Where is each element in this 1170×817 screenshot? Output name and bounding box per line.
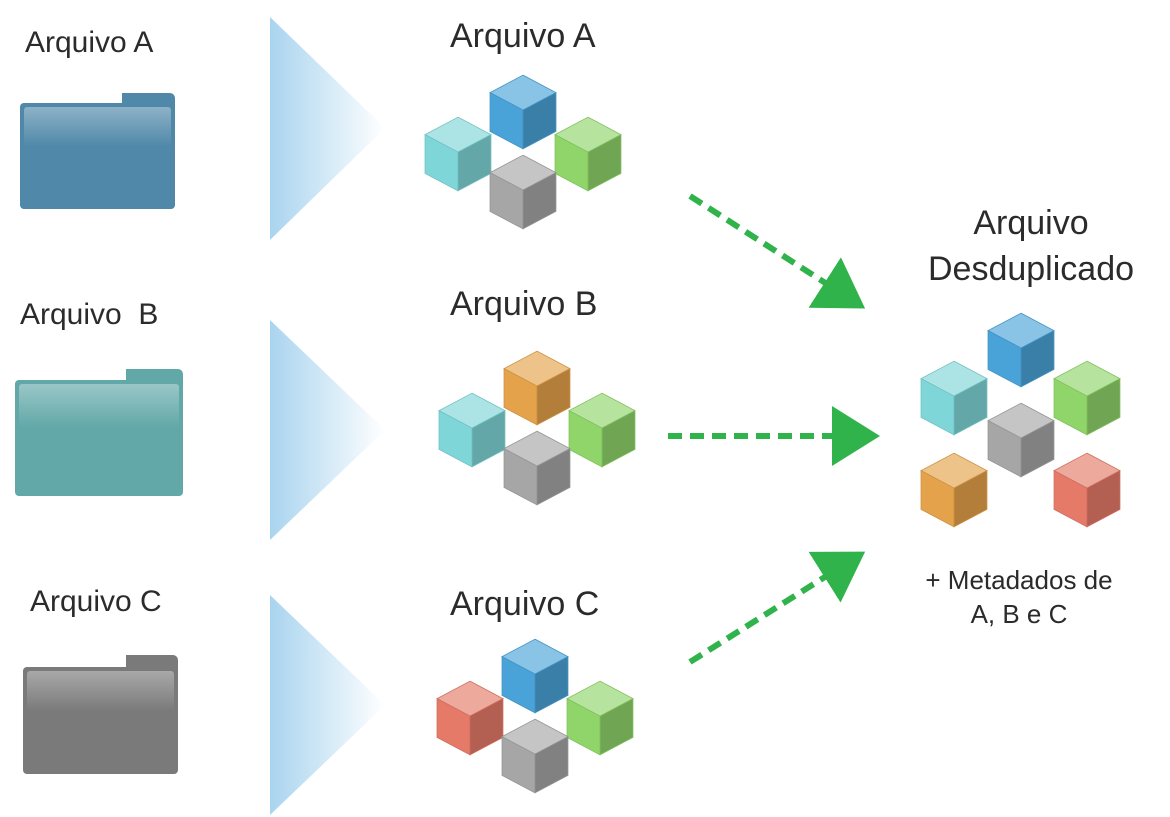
red-block: [1053, 452, 1121, 528]
gray-block: [503, 430, 571, 506]
chunked-label-a: Arquivo A: [450, 17, 596, 55]
folder-icon-c: [23, 655, 178, 774]
dedup-title-line1: Arquivo: [973, 204, 1089, 242]
cyan-block: [438, 392, 506, 468]
funnel-arrow-a: [270, 17, 385, 240]
blue-block: [489, 74, 557, 150]
folder-icon-a: [20, 93, 175, 209]
green-block: [568, 392, 636, 468]
orange-block: [503, 350, 571, 426]
source-label-c: Arquivo C: [30, 585, 162, 618]
blue-block: [987, 312, 1055, 388]
funnel-arrow-b: [270, 320, 385, 540]
funnel-arrow-c: [270, 595, 385, 815]
gray-block: [489, 154, 557, 230]
chunks-b: [438, 350, 636, 506]
green-block: [566, 680, 634, 756]
green-block: [1053, 360, 1121, 436]
source-label-b: Arquivo B: [20, 298, 159, 331]
chunks-a: [424, 74, 622, 230]
blue-block: [501, 638, 569, 714]
dedup-title-line2: Desduplicado: [927, 250, 1135, 288]
dashed-arrow-a: [688, 193, 866, 309]
cyan-block: [920, 360, 988, 436]
gray-block: [987, 402, 1055, 478]
chunks-dedup: [920, 312, 1121, 528]
chunked-label-c: Arquivo C: [450, 585, 600, 623]
chunked-label-b: Arquivo B: [450, 285, 598, 323]
orange-block: [920, 452, 988, 528]
cyan-block: [424, 116, 492, 192]
metadata-line2: A, B e C: [970, 599, 1068, 629]
gray-block: [501, 718, 569, 794]
folder-icon-b: [15, 369, 183, 496]
green-block: [554, 116, 622, 192]
metadata-note: + Metadados de A, B e C: [899, 563, 1139, 631]
dedup-title: Arquivo Desduplicado: [901, 200, 1161, 292]
metadata-line1: + Metadados de: [925, 565, 1113, 595]
source-label-a: Arquivo A: [25, 26, 154, 59]
red-block: [436, 680, 504, 756]
dashed-arrow-c: [688, 551, 866, 665]
chunks-c: [436, 638, 634, 794]
